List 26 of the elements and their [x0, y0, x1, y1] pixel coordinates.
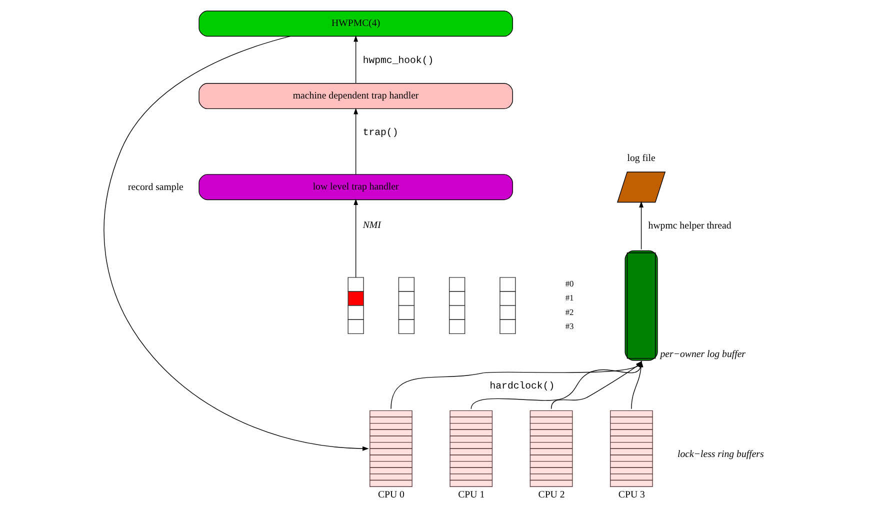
- label: #2: [564, 306, 574, 317]
- node-label: CPU 2: [538, 489, 564, 500]
- node-parallelogram: [616, 172, 666, 203]
- label: #0: [564, 278, 574, 289]
- edge-label: NMI: [362, 220, 380, 232]
- edge-label: hwpmc_hook(): [362, 54, 434, 66]
- label: #1: [564, 292, 574, 303]
- node-label: log file: [626, 152, 655, 164]
- edge-label: hardclock(): [489, 380, 554, 392]
- edge-label: record sample: [128, 182, 183, 194]
- node-label: CPU 0: [377, 489, 404, 500]
- label: #3: [564, 320, 574, 331]
- arrow: [353, 35, 358, 84]
- node-box: machine dependent trap handler: [198, 83, 512, 110]
- node-label: per−owner log buffer: [660, 349, 746, 360]
- label: lock−less ring buffers: [676, 448, 764, 460]
- arrow: [103, 36, 368, 451]
- edge-label: trap(): [362, 127, 398, 138]
- node-label: CPU 1: [458, 489, 484, 500]
- node-box: HWPMC(4): [198, 10, 512, 37]
- node-label: CPU 3: [618, 489, 644, 500]
- edge-label: hwpmc helper thread: [648, 220, 731, 232]
- arrow: [353, 108, 358, 175]
- arrow: [353, 198, 358, 278]
- arrow: [638, 201, 643, 250]
- node-box: low level trap handler: [198, 174, 512, 200]
